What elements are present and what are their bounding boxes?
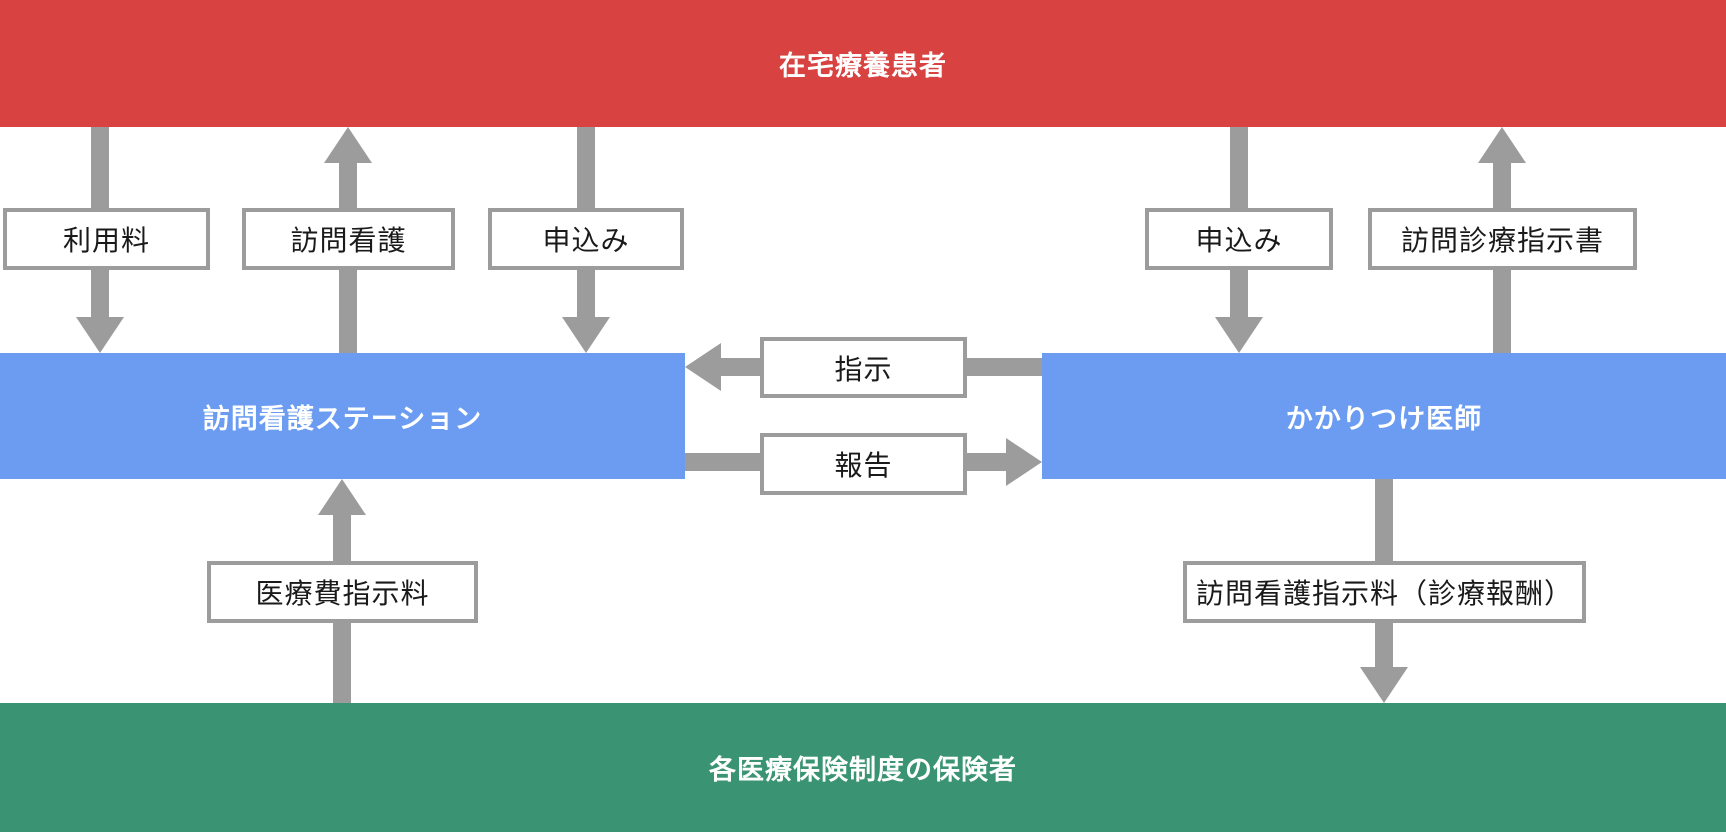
instruction-label: 指示	[834, 353, 893, 385]
arrow-usage-fee-head-icon	[76, 317, 124, 353]
arrow-directive-head-icon	[1478, 127, 1526, 163]
arrow-report-head-icon	[1006, 438, 1042, 486]
label-box-medical-fee: 医療費指示料	[207, 561, 478, 623]
directive-label: 訪問診療指示書	[1400, 225, 1604, 256]
arrow-application-left-head-icon	[562, 317, 610, 353]
application-right-label: 申込み	[1195, 225, 1283, 256]
report-label: 報告	[834, 450, 893, 481]
label-box-directive: 訪問診療指示書	[1368, 208, 1637, 270]
label-box-application-right: 申込み	[1145, 208, 1333, 270]
insurer-bar: 各医療保険制度の保険者	[0, 703, 1726, 832]
label-box-usage-fee: 利用料	[3, 208, 210, 270]
visiting-nursing-label: 訪問看護	[290, 225, 407, 256]
arrow-application-right-head-icon	[1215, 317, 1263, 353]
nursing-station-label: 訪問看護ステーション	[202, 403, 483, 434]
label-box-application-left: 申込み	[488, 208, 684, 270]
medical-fee-label: 医療費指示料	[255, 578, 430, 609]
label-box-nursing-fee: 訪問看護指示料（診療報酬）	[1183, 561, 1586, 623]
patient-bar-label: 在宅療養患者	[779, 51, 947, 81]
arrow-nursing-fee-head-icon	[1360, 667, 1408, 703]
arrow-medical-fee-head-icon	[318, 479, 366, 515]
arrow-instruction-head-icon	[685, 343, 721, 391]
application-left-label: 申込み	[542, 225, 630, 256]
label-box-instruction: 指示	[760, 337, 967, 398]
label-box-visiting-nursing: 訪問看護	[242, 208, 455, 270]
usage-fee-label: 利用料	[62, 225, 150, 256]
nursing-station-box: 訪問看護ステーション	[0, 353, 685, 479]
patient-bar: 在宅療養患者	[0, 0, 1726, 127]
nursing-fee-label: 訪問看護指示料（診療報酬）	[1195, 578, 1573, 609]
arrow-visiting-nursing-head-icon	[324, 127, 372, 163]
doctor-box: かかりつけ医師	[1042, 353, 1726, 479]
insurer-bar-label: 各医療保険制度の保険者	[709, 755, 1017, 785]
doctor-label: かかりつけ医師	[1285, 403, 1483, 434]
label-box-report: 報告	[760, 433, 967, 495]
